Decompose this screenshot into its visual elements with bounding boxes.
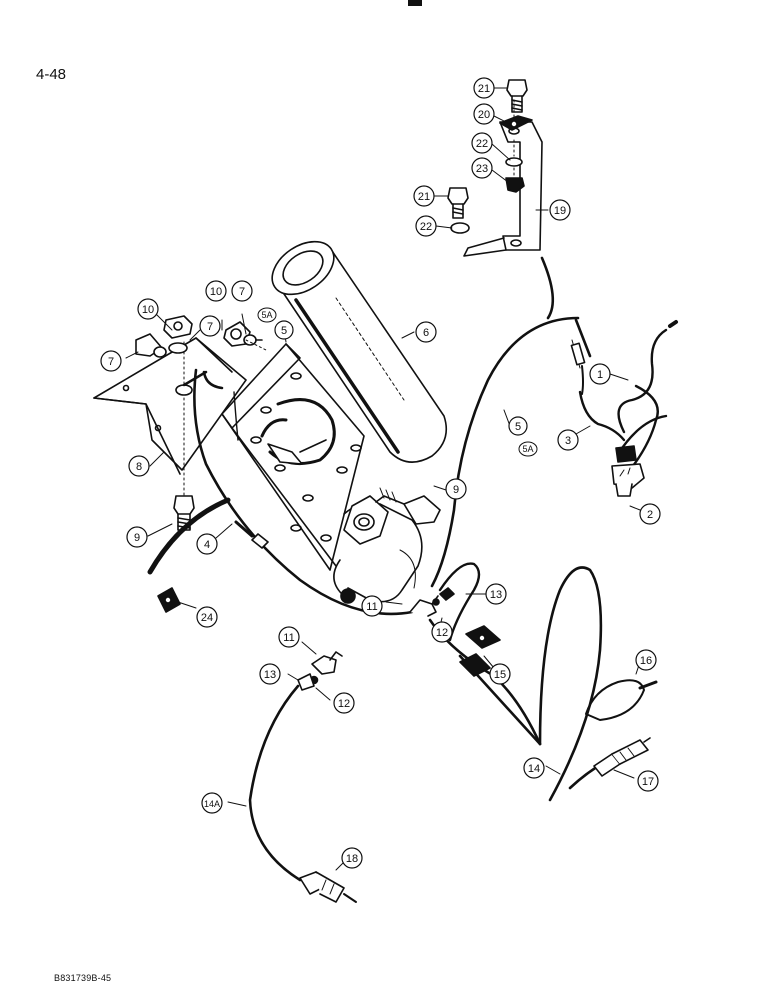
- top-fragment: [408, 0, 422, 6]
- callout-4: 4: [204, 539, 210, 551]
- nut-13-upper: [439, 587, 455, 601]
- callout-9-right: 9: [453, 484, 459, 496]
- callout-8: 8: [136, 461, 142, 473]
- bolt-9-right: [375, 487, 441, 525]
- callout-23: 23: [476, 163, 488, 175]
- callout-22-lower: 22: [420, 221, 432, 233]
- clip-15: [459, 625, 501, 677]
- sensor-17: [593, 737, 651, 777]
- callout-3: 3: [565, 435, 571, 447]
- callout-12-upper: 12: [436, 627, 448, 639]
- callout-7-top: 7: [239, 286, 245, 298]
- capillary-line-14a: [248, 684, 302, 882]
- callout-11-lower: 11: [283, 632, 294, 644]
- page-number: 4-48: [36, 66, 67, 83]
- elbow-fitting-11-lower: [311, 651, 343, 675]
- callout-6: 6: [423, 327, 429, 339]
- nut-10-left: [163, 315, 193, 339]
- spacer-7-left: [135, 333, 167, 358]
- callout-16: 16: [640, 655, 652, 667]
- callout-1: 1: [597, 369, 603, 381]
- washer-22-lower: [450, 222, 470, 234]
- callout-7-middle: 7: [207, 321, 213, 333]
- wire-lead-16: [585, 679, 658, 721]
- callout-24: 24: [201, 612, 213, 624]
- clip-24: [157, 587, 181, 613]
- wire-harness-5: [430, 256, 592, 588]
- nut-23: [505, 177, 525, 193]
- washer-7-right: [243, 334, 263, 346]
- clip-20: [499, 115, 533, 131]
- wire-harness-4: [193, 368, 414, 616]
- callout-18: 18: [346, 853, 358, 865]
- o-ring-12-upper: [432, 598, 440, 606]
- callout-5a-wire: 5A: [522, 444, 533, 454]
- bolt-21-upper: [506, 79, 528, 113]
- capillary-line-upper: [438, 562, 481, 642]
- filter-body: [333, 495, 423, 604]
- leader-lines: [125, 87, 641, 871]
- callout-9-left: 9: [134, 532, 140, 544]
- nut-13-lower: [297, 673, 315, 691]
- callout-5-wire: 5: [515, 421, 521, 433]
- sensor-18: [299, 871, 357, 903]
- callout-11-upper: 11: [366, 601, 377, 613]
- callout-5a-plate-bubble: [257, 307, 277, 323]
- wire-lead-24: [147, 497, 231, 575]
- callout-14a: 14A: [204, 799, 220, 809]
- canister-6: [271, 240, 448, 463]
- callout-13-upper: 13: [490, 589, 502, 601]
- callout-bubbles: [100, 77, 661, 869]
- callout-17: 17: [642, 776, 654, 788]
- drawing-code: B831739B-45: [54, 973, 112, 983]
- callout-20: 20: [478, 109, 490, 121]
- strap-clamp: [260, 398, 336, 466]
- callout-13-lower: 13: [264, 669, 276, 681]
- callout-21-lower: 21: [418, 191, 430, 203]
- callout-14: 14: [528, 763, 540, 775]
- callout-2: 2: [647, 509, 653, 521]
- callout-5-plate: 5: [281, 325, 287, 337]
- callout-7-left: 7: [108, 356, 114, 368]
- callout-21-upper: 21: [478, 83, 490, 95]
- terminal-connector-4: [234, 520, 269, 549]
- pressure-switch-2: [611, 445, 645, 497]
- bolt-21-lower: [447, 187, 469, 219]
- washer-7-left: [168, 342, 188, 354]
- callout-15: 15: [494, 669, 506, 681]
- callout-10-left: 10: [142, 304, 154, 316]
- callout-5a-wire-bubble: [518, 441, 538, 457]
- wire-harness-3: [570, 339, 626, 442]
- callout-19: 19: [554, 205, 566, 217]
- callout-12-lower: 12: [338, 698, 350, 710]
- callout-22-upper: 22: [476, 138, 488, 150]
- callout-10-right: 10: [210, 286, 222, 298]
- callout-5a-plate: 5A: [261, 310, 272, 320]
